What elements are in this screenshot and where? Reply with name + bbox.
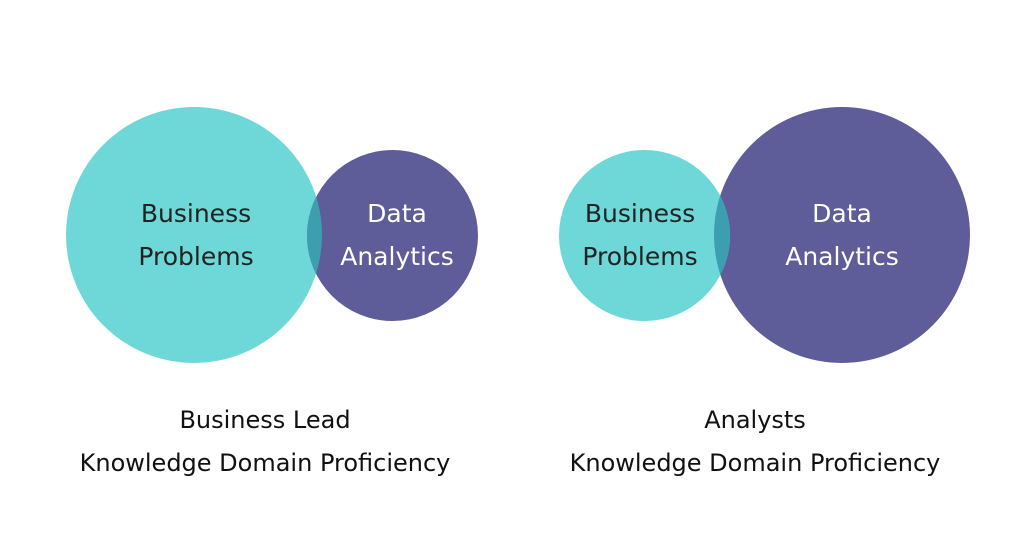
right-data-analytics-circle: [714, 107, 970, 363]
left-data-analytics-circle: [307, 150, 478, 321]
right-caption-subtitle: Knowledge Domain Proficiency: [569, 449, 941, 477]
right-data-label-line2: Analytics: [785, 242, 899, 271]
left-overlap-region: [307, 150, 478, 321]
right-caption: Analysts Knowledge Domain Proficiency: [530, 399, 980, 485]
left-business-problems-label: Business Problems: [106, 192, 286, 278]
left-business-label-line1: Business: [140, 199, 252, 228]
right-business-label-line2: Problems: [582, 242, 698, 271]
left-business-label-line2: Problems: [138, 242, 254, 271]
left-data-label-line1: Data: [367, 199, 427, 228]
left-caption: Business Lead Knowledge Domain Proficien…: [40, 399, 490, 485]
right-caption-title: Analysts: [704, 406, 806, 434]
right-data-analytics-label: Data Analytics: [752, 192, 932, 278]
right-data-label-line1: Data: [812, 199, 872, 228]
left-business-problems-circle: [66, 107, 322, 363]
left-caption-subtitle: Knowledge Domain Proficiency: [79, 449, 451, 477]
left-data-label-line2: Analytics: [340, 242, 454, 271]
right-business-problems-circle: [559, 150, 730, 321]
right-overlap-region: [559, 150, 730, 321]
left-caption-title: Business Lead: [179, 406, 351, 434]
right-business-label-line1: Business: [584, 199, 696, 228]
right-business-problems-label: Business Problems: [555, 192, 725, 278]
left-data-analytics-label: Data Analytics: [312, 192, 482, 278]
